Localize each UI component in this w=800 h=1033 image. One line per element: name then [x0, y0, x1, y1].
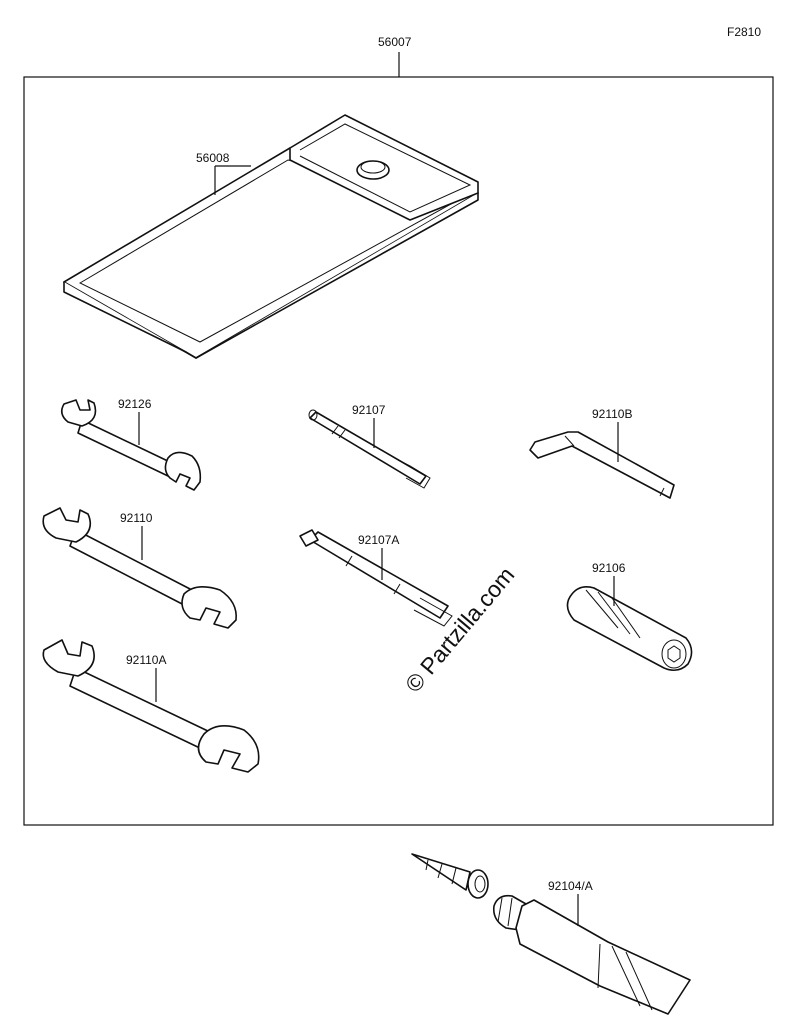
screwdriver-bit-icon[interactable]	[299, 529, 453, 627]
kit-frame	[23, 76, 774, 826]
label-wrench-small[interactable]: 92126	[118, 397, 152, 411]
label-driver-bit-double[interactable]: 92107A	[358, 533, 399, 547]
label-repair-kit[interactable]: 92104/A	[548, 879, 593, 893]
figure-id: F2810	[727, 25, 761, 39]
watermark: © Partzilla.com	[400, 562, 520, 697]
label-driver-handle[interactable]: 92106	[592, 561, 626, 575]
open-end-wrench-icon[interactable]	[60, 399, 202, 491]
label-hex-key[interactable]: 92110B	[592, 407, 632, 421]
grip-handle-icon[interactable]	[566, 586, 693, 672]
label-kit[interactable]: 56007	[378, 35, 412, 49]
tool-case-icon[interactable]	[63, 114, 479, 359]
label-driver-bit[interactable]: 92107	[352, 403, 386, 417]
hex-key-icon[interactable]	[529, 431, 675, 499]
open-end-wrench-icon[interactable]	[42, 507, 237, 629]
screwdriver-bit-icon[interactable]	[308, 409, 431, 489]
tube-icon[interactable]	[492, 894, 691, 1015]
label-wrench-mid[interactable]: 92110	[120, 511, 153, 525]
label-tool-case[interactable]: 56008	[196, 151, 230, 165]
nozzle-icon[interactable]	[411, 853, 489, 899]
open-end-wrench-icon[interactable]	[42, 639, 260, 773]
label-wrench-large[interactable]: 92110A	[126, 653, 166, 667]
